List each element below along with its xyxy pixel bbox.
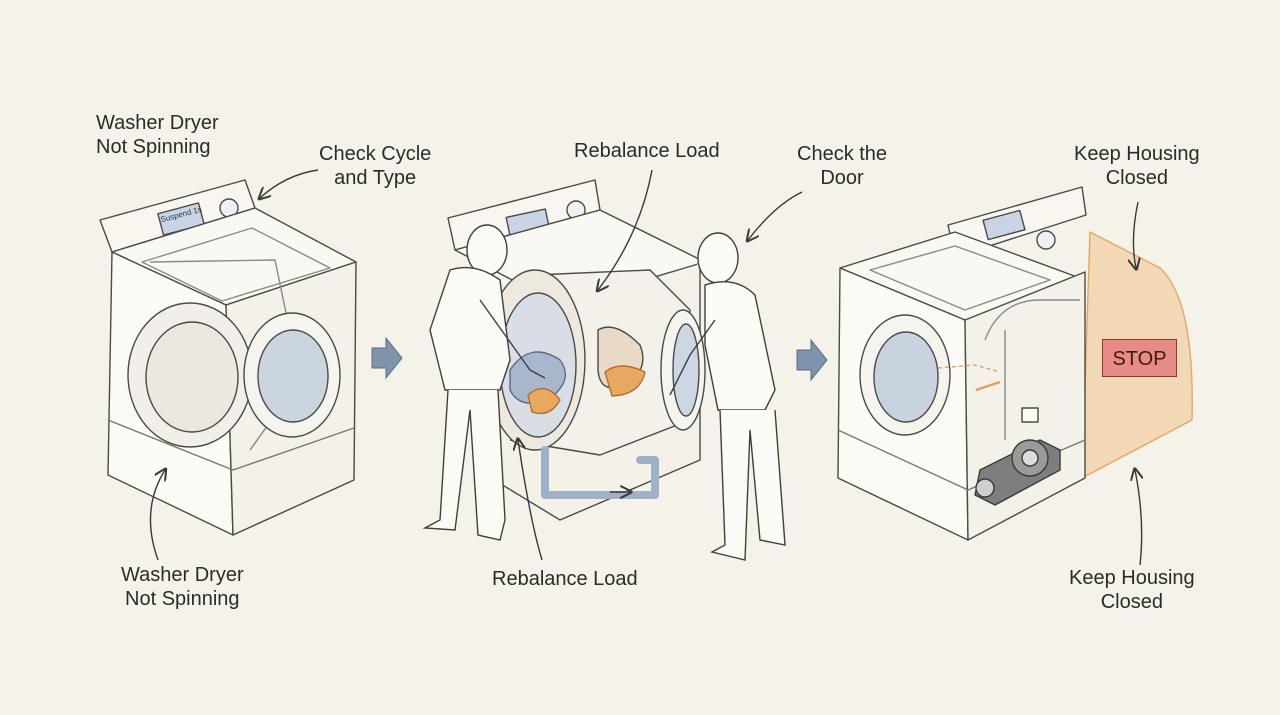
callout-arrows xyxy=(149,169,1141,566)
flow-arrow-right-1 xyxy=(371,336,403,380)
washer-3 xyxy=(837,186,1193,541)
washer-1 xyxy=(99,179,357,536)
label-check-door: Check the Door xyxy=(797,143,888,189)
person-left xyxy=(422,224,546,541)
person-right xyxy=(669,232,786,561)
label-keep-housing-closed-bottom: Keep Housing Closed xyxy=(1069,567,1195,613)
label-keep-housing-closed-top: Keep Housing Closed xyxy=(1074,143,1200,189)
washer-2 xyxy=(447,179,706,521)
flow-arrow-right-2 xyxy=(796,338,828,382)
stop-sign: STOP xyxy=(1102,339,1177,377)
label-check-cycle: Check Cycle and Type xyxy=(319,143,432,189)
label-washer-not-spinning-bottom: Washer Dryer Not Spinning xyxy=(121,564,244,610)
label-washer-not-spinning-top: Washer Dryer Not Spinning xyxy=(96,112,219,158)
label-rebalance-load-top: Rebalance Load xyxy=(574,140,720,162)
label-rebalance-load-bottom: Rebalance Load xyxy=(492,568,638,590)
